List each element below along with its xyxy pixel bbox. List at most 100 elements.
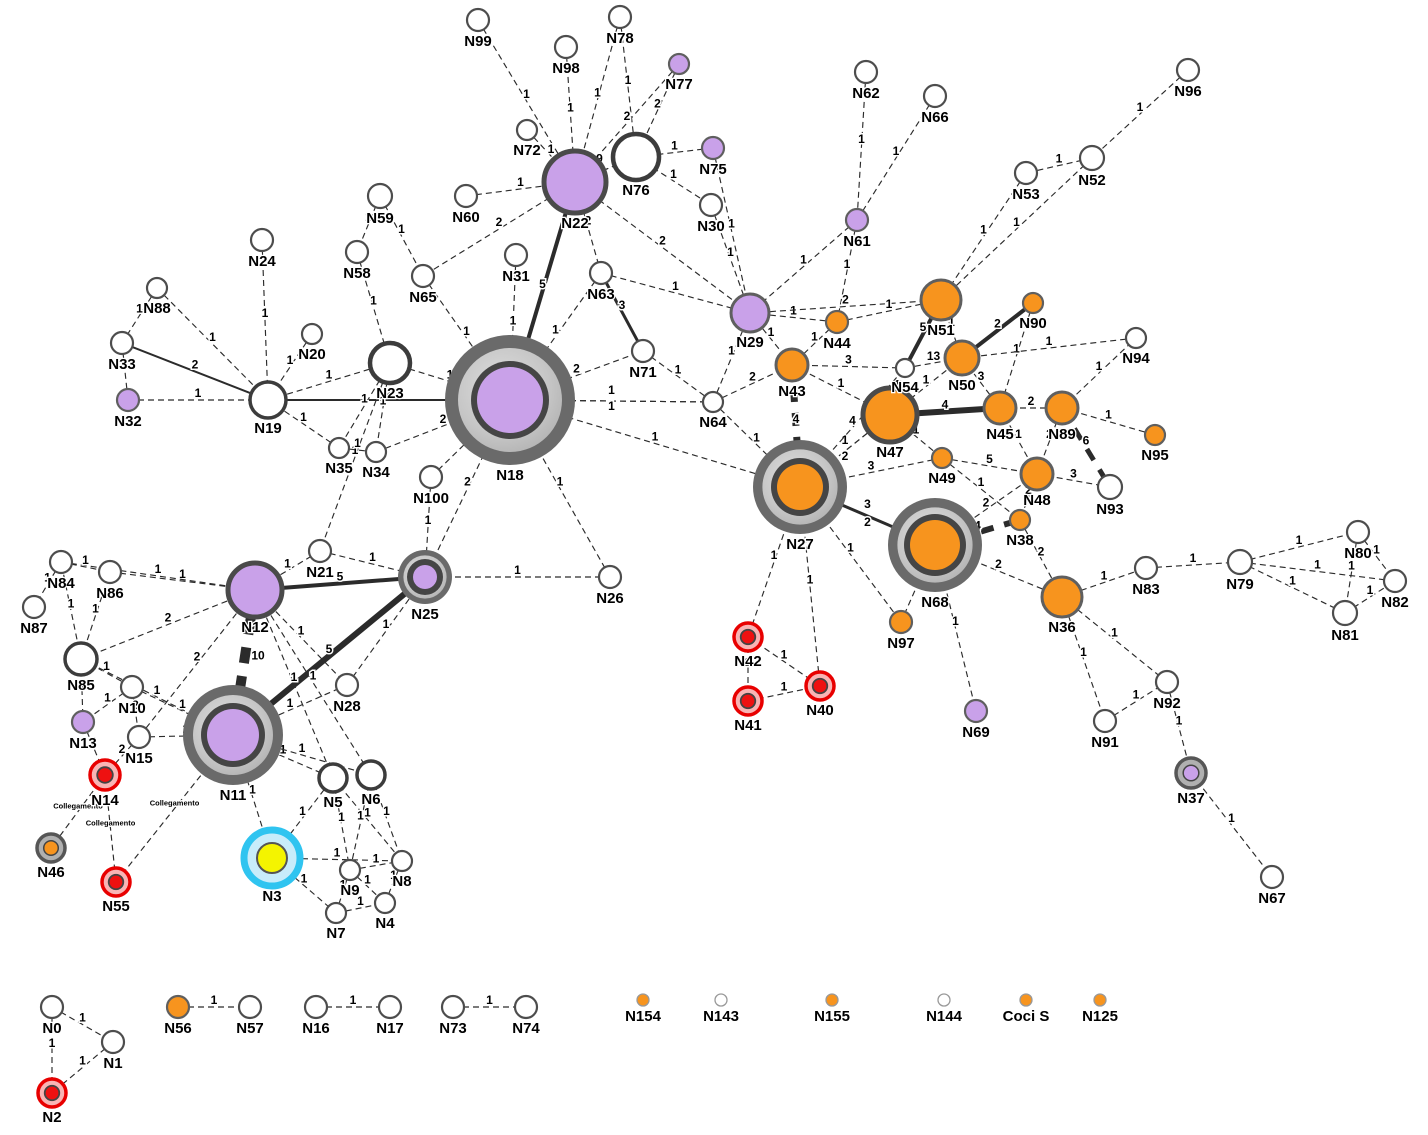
graph-node-N90[interactable] [1021,291,1045,315]
graph-node-N60[interactable] [453,183,479,209]
graph-node-N37[interactable] [1174,756,1208,790]
graph-node-N74[interactable] [513,994,539,1020]
graph-node-N55[interactable] [100,866,132,898]
graph-node-N87[interactable] [21,594,47,620]
graph-node-N48[interactable] [1019,456,1055,492]
graph-node-N73[interactable] [440,994,466,1020]
graph-node-N33[interactable] [109,330,135,356]
graph-node-N85[interactable] [63,641,99,677]
graph-node-N20[interactable] [300,322,324,346]
graph-node-N143[interactable] [714,993,728,1007]
graph-node-N67[interactable] [1259,864,1285,890]
graph-node-N16[interactable] [303,994,329,1020]
graph-node-N59[interactable] [366,182,394,210]
graph-node-N0[interactable] [39,994,65,1020]
graph-node-N51[interactable] [919,278,963,322]
graph-node-N100[interactable] [418,464,444,490]
graph-node-N58[interactable] [344,239,370,265]
graph-node-N144[interactable] [937,993,951,1007]
graph-node-N125[interactable] [1093,993,1107,1007]
graph-node-N46[interactable] [35,832,67,864]
graph-node-N36[interactable] [1040,575,1084,619]
graph-node-N24[interactable] [249,227,275,253]
graph-node-N23[interactable] [367,340,413,386]
graph-node-N52[interactable] [1078,144,1106,172]
graph-node-N76[interactable] [610,131,662,183]
graph-node-N61[interactable] [844,207,870,233]
graph-node-N21[interactable] [307,538,333,564]
graph-node-N17[interactable] [377,994,403,1020]
graph-node-N79[interactable] [1226,548,1254,576]
graph-node-N92[interactable] [1154,669,1180,695]
graph-node-Coci S[interactable] [1019,993,1033,1007]
graph-node-N82[interactable] [1382,568,1408,594]
graph-node-N32[interactable] [115,387,141,413]
graph-node-N14[interactable] [88,758,122,792]
graph-node-N18[interactable] [445,335,575,465]
graph-node-N154[interactable] [636,993,650,1007]
graph-node-N9[interactable] [338,858,362,882]
graph-node-N30[interactable] [698,192,724,218]
graph-node-N11[interactable] [183,685,283,785]
graph-node-N29[interactable] [729,292,771,334]
graph-node-N57[interactable] [237,994,263,1020]
graph-node-N15[interactable] [126,724,152,750]
graph-node-N40[interactable] [804,670,836,702]
graph-node-N54[interactable] [894,357,916,379]
graph-node-N27[interactable] [753,440,847,534]
graph-node-N45[interactable] [982,390,1018,426]
graph-node-N66[interactable] [922,83,948,109]
graph-node-N2[interactable] [36,1077,68,1109]
graph-node-N38[interactable] [1008,508,1032,532]
graph-node-N155[interactable] [825,993,839,1007]
graph-node-N64[interactable] [701,390,725,414]
graph-node-N50[interactable] [943,339,981,377]
graph-node-N10[interactable] [119,674,145,700]
graph-node-N88[interactable] [145,276,169,300]
graph-node-N84[interactable] [48,549,74,575]
graph-node-N12[interactable] [225,560,285,620]
graph-node-N75[interactable] [700,135,726,161]
graph-node-N86[interactable] [97,559,123,585]
graph-node-N22[interactable] [541,148,609,216]
graph-node-N3[interactable] [240,826,304,890]
graph-node-N35[interactable] [327,436,351,460]
graph-node-N6[interactable] [355,759,387,791]
graph-node-N99[interactable] [465,7,491,33]
graph-node-N13[interactable] [70,709,96,735]
graph-node-N28[interactable] [334,672,360,698]
graph-node-N26[interactable] [597,564,623,590]
graph-node-N83[interactable] [1133,555,1159,581]
graph-node-N7[interactable] [324,901,348,925]
graph-node-N69[interactable] [963,698,989,724]
graph-node-N89[interactable] [1044,390,1080,426]
graph-node-N68[interactable] [888,498,982,592]
graph-node-N42[interactable] [732,621,764,653]
graph-node-N96[interactable] [1175,57,1201,83]
graph-node-N56[interactable] [165,994,191,1020]
graph-node-N93[interactable] [1096,473,1124,501]
graph-node-N49[interactable] [930,446,954,470]
graph-node-N53[interactable] [1013,160,1039,186]
graph-node-N81[interactable] [1331,599,1359,627]
graph-node-N4[interactable] [373,891,397,915]
graph-node-N31[interactable] [503,242,529,268]
graph-node-N47[interactable] [860,385,920,445]
graph-node-N97[interactable] [888,609,914,635]
graph-node-N91[interactable] [1092,708,1118,734]
graph-node-N25[interactable] [398,550,452,604]
graph-node-N78[interactable] [607,4,633,30]
graph-node-N5[interactable] [317,762,349,794]
graph-node-N98[interactable] [553,34,579,60]
graph-node-N19[interactable] [248,380,288,420]
graph-node-N71[interactable] [630,338,656,364]
graph-node-N43[interactable] [774,347,810,383]
graph-node-N77[interactable] [667,52,691,76]
graph-node-N62[interactable] [853,59,879,85]
graph-node-N63[interactable] [588,260,614,286]
graph-node-N34[interactable] [364,440,388,464]
graph-node-N95[interactable] [1143,423,1167,447]
graph-node-N1[interactable] [100,1029,126,1055]
